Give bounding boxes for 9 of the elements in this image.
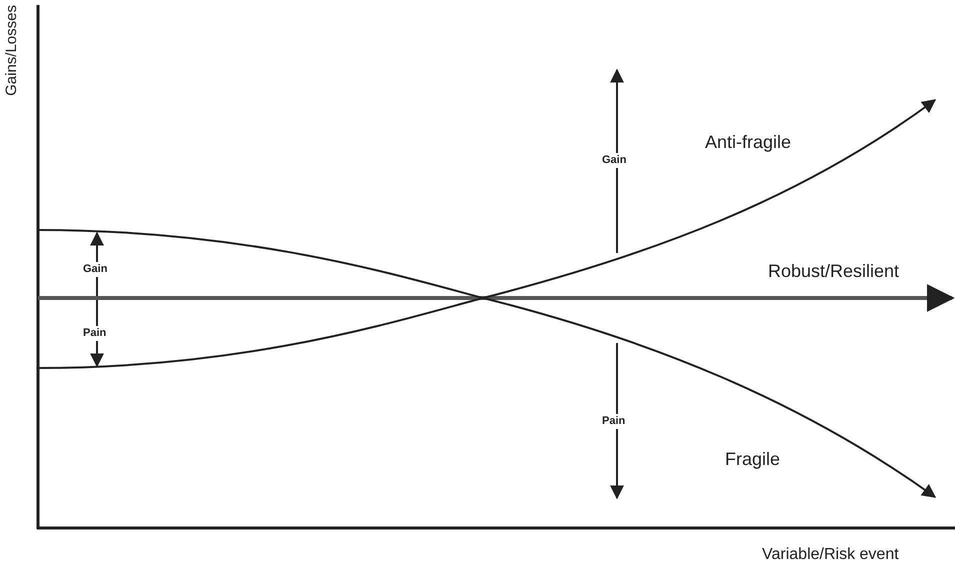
- arrow-label: Pain: [82, 326, 108, 341]
- axis-label: Gains/Losses: [4, 5, 19, 96]
- arrow-label: Gain: [82, 262, 108, 277]
- arrow-label: Gain: [601, 153, 628, 168]
- curve-label: Robust/Resilient: [768, 262, 900, 280]
- curve-label: Fragile: [725, 450, 780, 468]
- arrow-label: Pain: [601, 414, 626, 429]
- curve-label: Anti-fragile: [705, 133, 792, 151]
- axis-label: Variable/Risk event: [762, 547, 899, 563]
